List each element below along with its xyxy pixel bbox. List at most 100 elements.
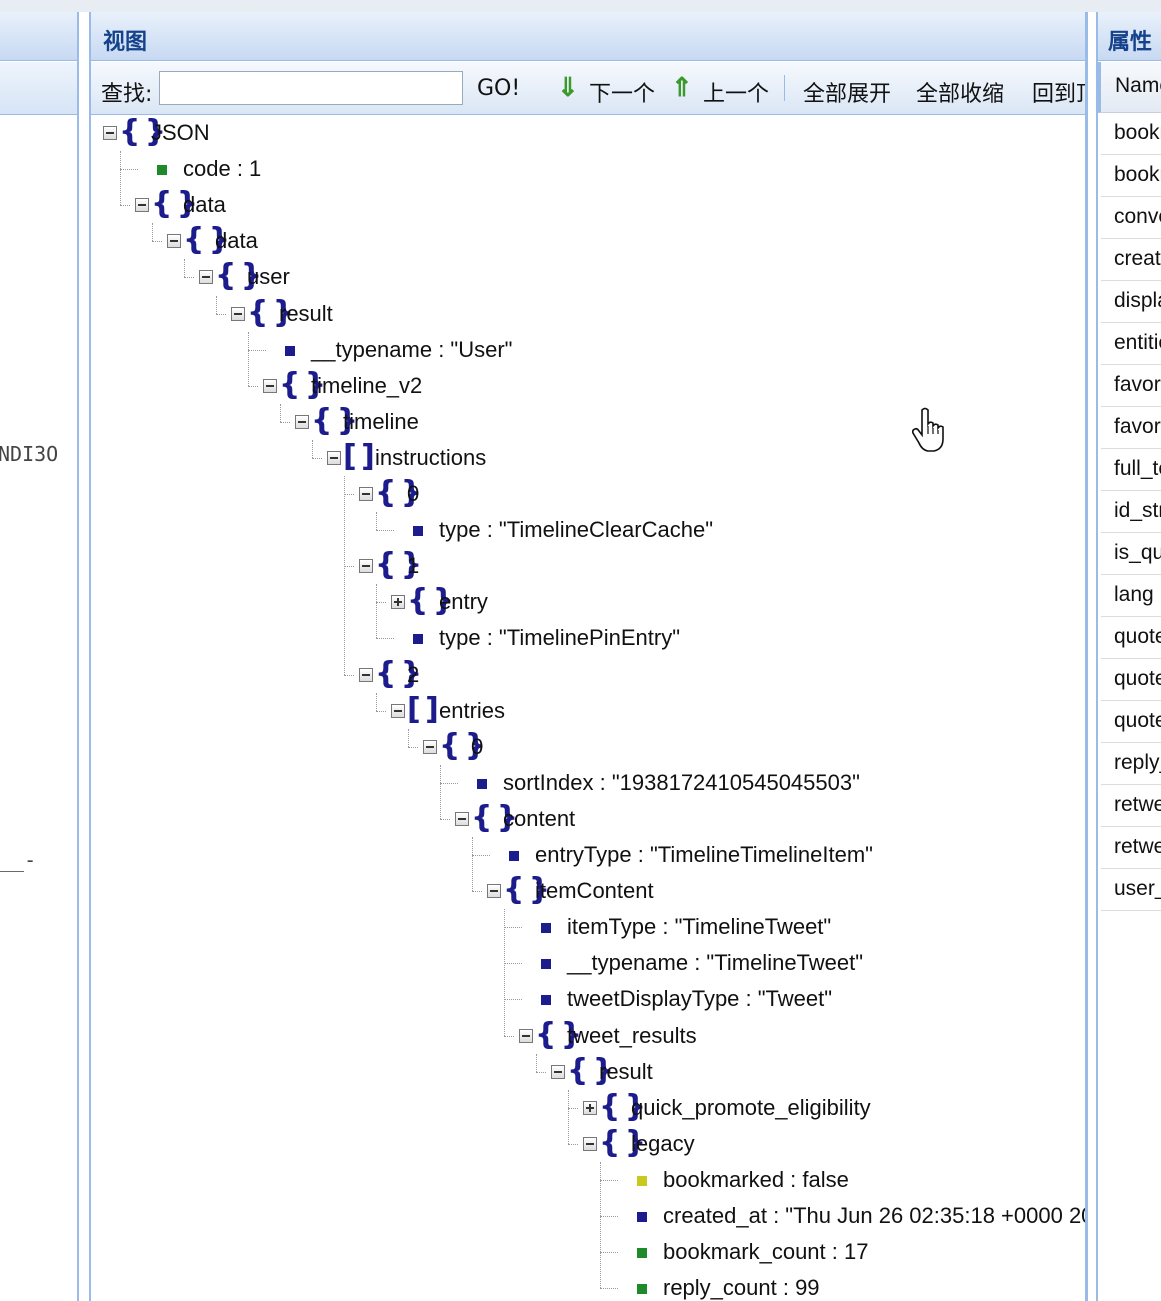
property-row[interactable]: user_id_str xyxy=(1101,869,1161,911)
collapse-toggle-icon[interactable] xyxy=(455,811,469,826)
arrow-down-icon[interactable]: ⇓ xyxy=(557,72,579,102)
collapse-toggle-icon[interactable] xyxy=(359,487,373,501)
tree-guide-line xyxy=(440,764,441,819)
tree-leaf[interactable]: __typename : "User" xyxy=(91,332,1085,368)
property-row[interactable]: retweet_count xyxy=(1101,785,1161,827)
tree-node[interactable]: { }timeline_v2 xyxy=(91,368,1085,404)
tree-leaf[interactable]: itemType : "TimelineTweet" xyxy=(91,909,1085,945)
tree-guide-line xyxy=(376,692,377,711)
tree-node[interactable]: { }tweet_results xyxy=(91,1018,1085,1054)
tree-node[interactable]: { }user xyxy=(91,259,1085,295)
tree-leaf[interactable]: type : "TimelineClearCache" xyxy=(91,512,1085,548)
tree-node[interactable]: { }entry xyxy=(91,584,1085,620)
tree-node[interactable]: { }content xyxy=(91,801,1085,837)
object-icon: { } xyxy=(311,402,358,438)
tree-node[interactable]: { }itemContent xyxy=(91,873,1085,909)
left-panel-toolbar xyxy=(0,62,77,115)
tree-leaf[interactable]: sortIndex : "1938172410545045503" xyxy=(91,765,1085,801)
property-row[interactable]: quoted_status_permalink xyxy=(1101,701,1161,743)
property-row[interactable]: bookmark_count xyxy=(1101,113,1161,155)
expand-all-button[interactable]: 全部展开 xyxy=(803,82,892,107)
collapse-toggle-icon[interactable] xyxy=(519,1028,533,1043)
collapse-toggle-icon[interactable] xyxy=(423,739,437,754)
arrow-up-icon[interactable]: ⇑ xyxy=(671,72,693,102)
property-row[interactable]: retweeted xyxy=(1101,827,1161,869)
property-row[interactable]: is_quote_status xyxy=(1101,533,1161,575)
view-panel: 视图 查找: GO! ⇓ 下一个 ⇑ 上一个 全部展开 全部收缩 回到顶 { }… xyxy=(89,12,1088,1301)
expand-toggle-icon[interactable] xyxy=(583,1100,597,1115)
go-button[interactable]: GO! xyxy=(477,76,521,101)
collapse-toggle-icon[interactable] xyxy=(359,667,373,682)
tree-node[interactable]: { }result xyxy=(91,296,1085,332)
tree-node[interactable]: { }1 xyxy=(91,548,1085,584)
next-button[interactable]: 下一个 xyxy=(589,82,656,107)
collapse-toggle-icon[interactable] xyxy=(391,703,405,718)
collapse-toggle-icon[interactable] xyxy=(295,414,309,429)
collapse-toggle-icon[interactable] xyxy=(199,270,213,285)
tree-node[interactable]: { }0 xyxy=(91,729,1085,765)
tree-node[interactable]: { }legacy xyxy=(91,1126,1085,1162)
name-column-header[interactable]: Name xyxy=(1098,62,1161,113)
object-icon: { } xyxy=(567,1052,614,1088)
tree-leaf[interactable]: code : 1 xyxy=(91,151,1085,187)
property-row[interactable]: entities xyxy=(1101,323,1161,365)
property-row[interactable]: created_at xyxy=(1101,239,1161,281)
search-input[interactable] xyxy=(159,71,463,105)
tree-guide-line xyxy=(344,476,345,675)
collapse-all-button[interactable]: 全部收缩 xyxy=(916,82,1005,107)
tree-node[interactable]: { }JSON xyxy=(91,115,1085,151)
tree-leaf[interactable]: reply_count : 99 xyxy=(91,1270,1085,1301)
tree-node[interactable]: { }data xyxy=(91,187,1085,223)
collapse-toggle-icon[interactable] xyxy=(487,884,501,899)
tree-guide-line xyxy=(568,1107,578,1109)
view-panel-header: 视图 xyxy=(91,12,1085,61)
tree-guide-line xyxy=(280,421,290,423)
property-row[interactable]: favorited xyxy=(1101,407,1161,449)
tree-leaf[interactable]: __typename : "TimelineTweet" xyxy=(91,945,1085,981)
prev-button[interactable]: 上一个 xyxy=(703,82,770,107)
property-row[interactable]: lang xyxy=(1101,575,1161,617)
collapse-toggle-icon[interactable] xyxy=(551,1064,565,1079)
property-row[interactable]: full_text xyxy=(1101,449,1161,491)
property-row[interactable]: quoted_status_id_str xyxy=(1101,659,1161,701)
tree-node[interactable]: [ ]instructions xyxy=(91,440,1085,476)
collapse-toggle-icon[interactable] xyxy=(231,306,245,321)
collapse-toggle-icon[interactable] xyxy=(583,1136,597,1151)
property-row[interactable]: bookmarked xyxy=(1101,155,1161,197)
tree-leaf[interactable]: tweetDisplayType : "Tweet" xyxy=(91,981,1085,1017)
tree-node[interactable]: { }data xyxy=(91,223,1085,259)
tree-leaf[interactable]: bookmark_count : 17 xyxy=(91,1234,1085,1270)
property-row[interactable]: display_text_range xyxy=(1101,281,1161,323)
tree-node[interactable]: { }2 xyxy=(91,657,1085,693)
tree-guide-line xyxy=(600,1161,601,1289)
collapse-toggle-icon[interactable] xyxy=(103,126,117,140)
collapse-toggle-icon[interactable] xyxy=(359,559,373,574)
expand-toggle-icon[interactable] xyxy=(391,595,405,610)
tree-guide-line xyxy=(472,837,473,892)
tree-node[interactable]: [ ]entries xyxy=(91,693,1085,729)
tree-node[interactable]: { }0 xyxy=(91,476,1085,512)
tree-leaf[interactable]: entryType : "TimelineTimelineItem" xyxy=(91,837,1085,873)
tree-leaf[interactable]: type : "TimelinePinEntry" xyxy=(91,620,1085,656)
tree-guide-line xyxy=(600,1179,618,1181)
tree-leaf[interactable]: created_at : "Thu Jun 26 02:35:18 +0000 … xyxy=(91,1198,1085,1234)
tree-node[interactable]: { }timeline xyxy=(91,404,1085,440)
tree-node[interactable]: { }result xyxy=(91,1054,1085,1090)
window-top-strip xyxy=(0,0,1161,12)
collapse-toggle-icon[interactable] xyxy=(263,378,277,393)
tree-node[interactable]: { }quick_promote_eligibility xyxy=(91,1090,1085,1126)
tree-node-label: reply_count : 99 xyxy=(663,1275,820,1301)
tree-leaf[interactable]: bookmarked : false xyxy=(91,1162,1085,1198)
property-row[interactable]: conversation_id_str xyxy=(1101,197,1161,239)
tree-node-label: result xyxy=(279,300,333,326)
property-row[interactable]: reply_count xyxy=(1101,743,1161,785)
back-to-top-button[interactable]: 回到顶 xyxy=(1032,82,1085,107)
property-row[interactable]: favorite_count xyxy=(1101,365,1161,407)
collapse-toggle-icon[interactable] xyxy=(327,450,341,465)
collapse-toggle-icon[interactable] xyxy=(167,234,181,249)
collapse-toggle-icon[interactable] xyxy=(135,198,149,213)
tree-guide-line xyxy=(120,169,138,171)
property-row[interactable]: id_str xyxy=(1101,491,1161,533)
object-icon: { } xyxy=(183,222,230,258)
property-row[interactable]: quote_count xyxy=(1101,617,1161,659)
